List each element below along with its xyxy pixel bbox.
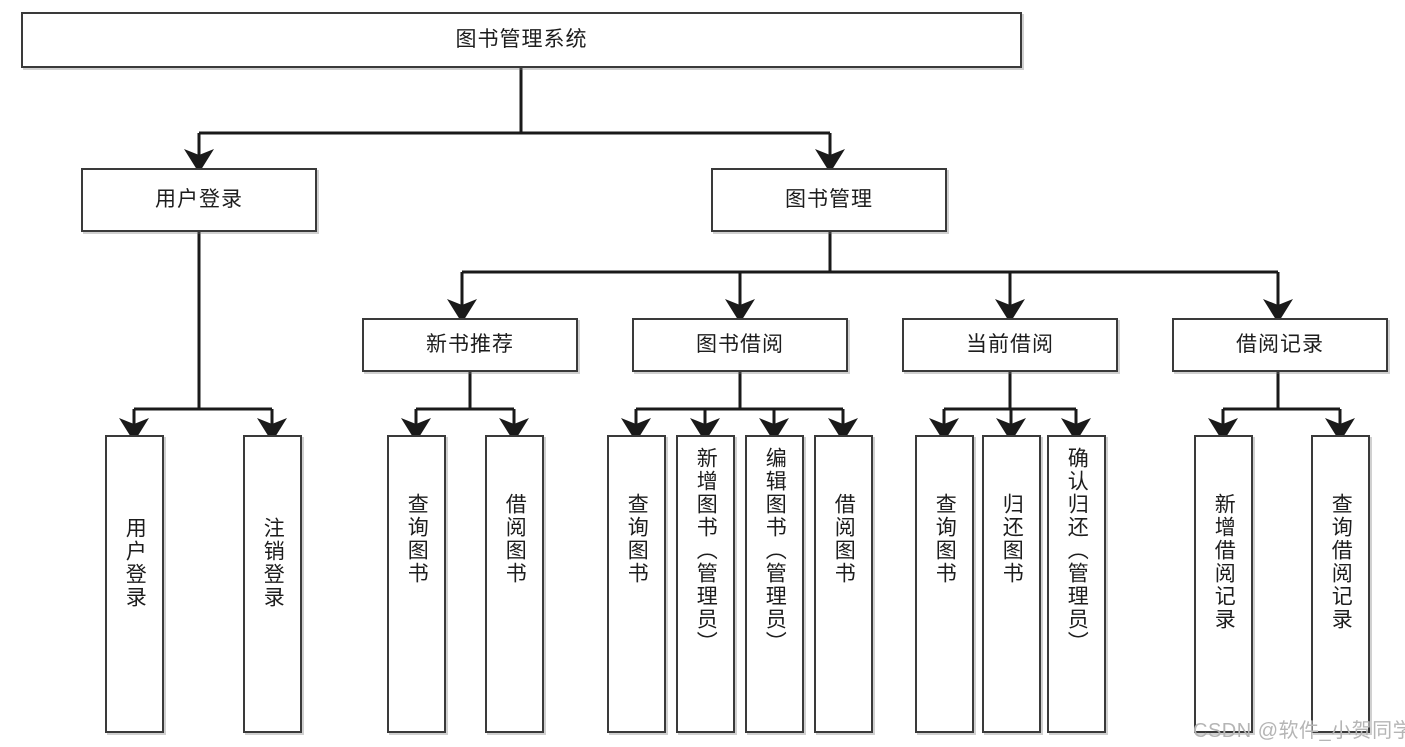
node-current-borrow-label: 当前借阅 [966,333,1054,357]
node-borrow-record[interactable]: 借阅记录 [1172,318,1388,372]
node-new-book-rec[interactable]: 新书推荐 [362,318,578,372]
node-leaf-add-record-label: 新增借阅记录 [1212,493,1236,631]
node-root[interactable]: 图书管理系统 [21,12,1022,68]
node-leaf-edit-book[interactable]: 编辑图书（管理员） [745,435,804,733]
node-leaf-confirm-return[interactable]: 确认归还（管理员） [1047,435,1106,733]
node-leaf-return-book[interactable]: 归还图书 [982,435,1041,733]
node-root-label: 图书管理系统 [455,28,588,52]
node-leaf-confirm-return-label: 确认归还（管理员） [1065,447,1089,654]
node-user-login[interactable]: 用户登录 [81,168,317,232]
node-leaf-add-record[interactable]: 新增借阅记录 [1194,435,1253,733]
node-book-manage[interactable]: 图书管理 [711,168,947,232]
node-leaf-query-record[interactable]: 查询借阅记录 [1311,435,1370,733]
node-leaf-user-logout-label: 注销登录 [261,517,285,609]
node-leaf-borrow-book-2-label: 借阅图书 [832,493,856,585]
node-leaf-borrow-book-1[interactable]: 借阅图书 [485,435,544,733]
node-leaf-user-login[interactable]: 用户登录 [105,435,164,733]
node-leaf-borrow-book-2[interactable]: 借阅图书 [814,435,873,733]
node-new-book-rec-label: 新书推荐 [426,333,514,357]
node-current-borrow[interactable]: 当前借阅 [902,318,1118,372]
node-leaf-query-book-1[interactable]: 查询图书 [387,435,446,733]
node-leaf-user-logout[interactable]: 注销登录 [243,435,302,733]
node-borrow-record-label: 借阅记录 [1236,333,1324,357]
node-book-borrow[interactable]: 图书借阅 [632,318,848,372]
node-leaf-add-book-label: 新增图书（管理员） [694,447,718,654]
node-user-login-label: 用户登录 [155,188,243,212]
node-leaf-edit-book-label: 编辑图书（管理员） [763,447,787,654]
node-book-manage-label: 图书管理 [785,188,873,212]
node-leaf-add-book[interactable]: 新增图书（管理员） [676,435,735,733]
watermark: CSDN @软件_小贺同学 [1193,720,1405,742]
node-leaf-query-book-1-label: 查询图书 [405,493,429,585]
node-leaf-user-login-label: 用户登录 [123,517,147,609]
node-leaf-query-record-label: 查询借阅记录 [1329,493,1353,631]
node-leaf-borrow-book-1-label: 借阅图书 [503,493,527,585]
node-leaf-query-book-2-label: 查询图书 [625,493,649,585]
node-leaf-query-book-3[interactable]: 查询图书 [915,435,974,733]
node-leaf-query-book-2[interactable]: 查询图书 [607,435,666,733]
node-book-borrow-label: 图书借阅 [696,333,784,357]
node-leaf-query-book-3-label: 查询图书 [933,493,957,585]
node-leaf-return-book-label: 归还图书 [1000,493,1024,585]
